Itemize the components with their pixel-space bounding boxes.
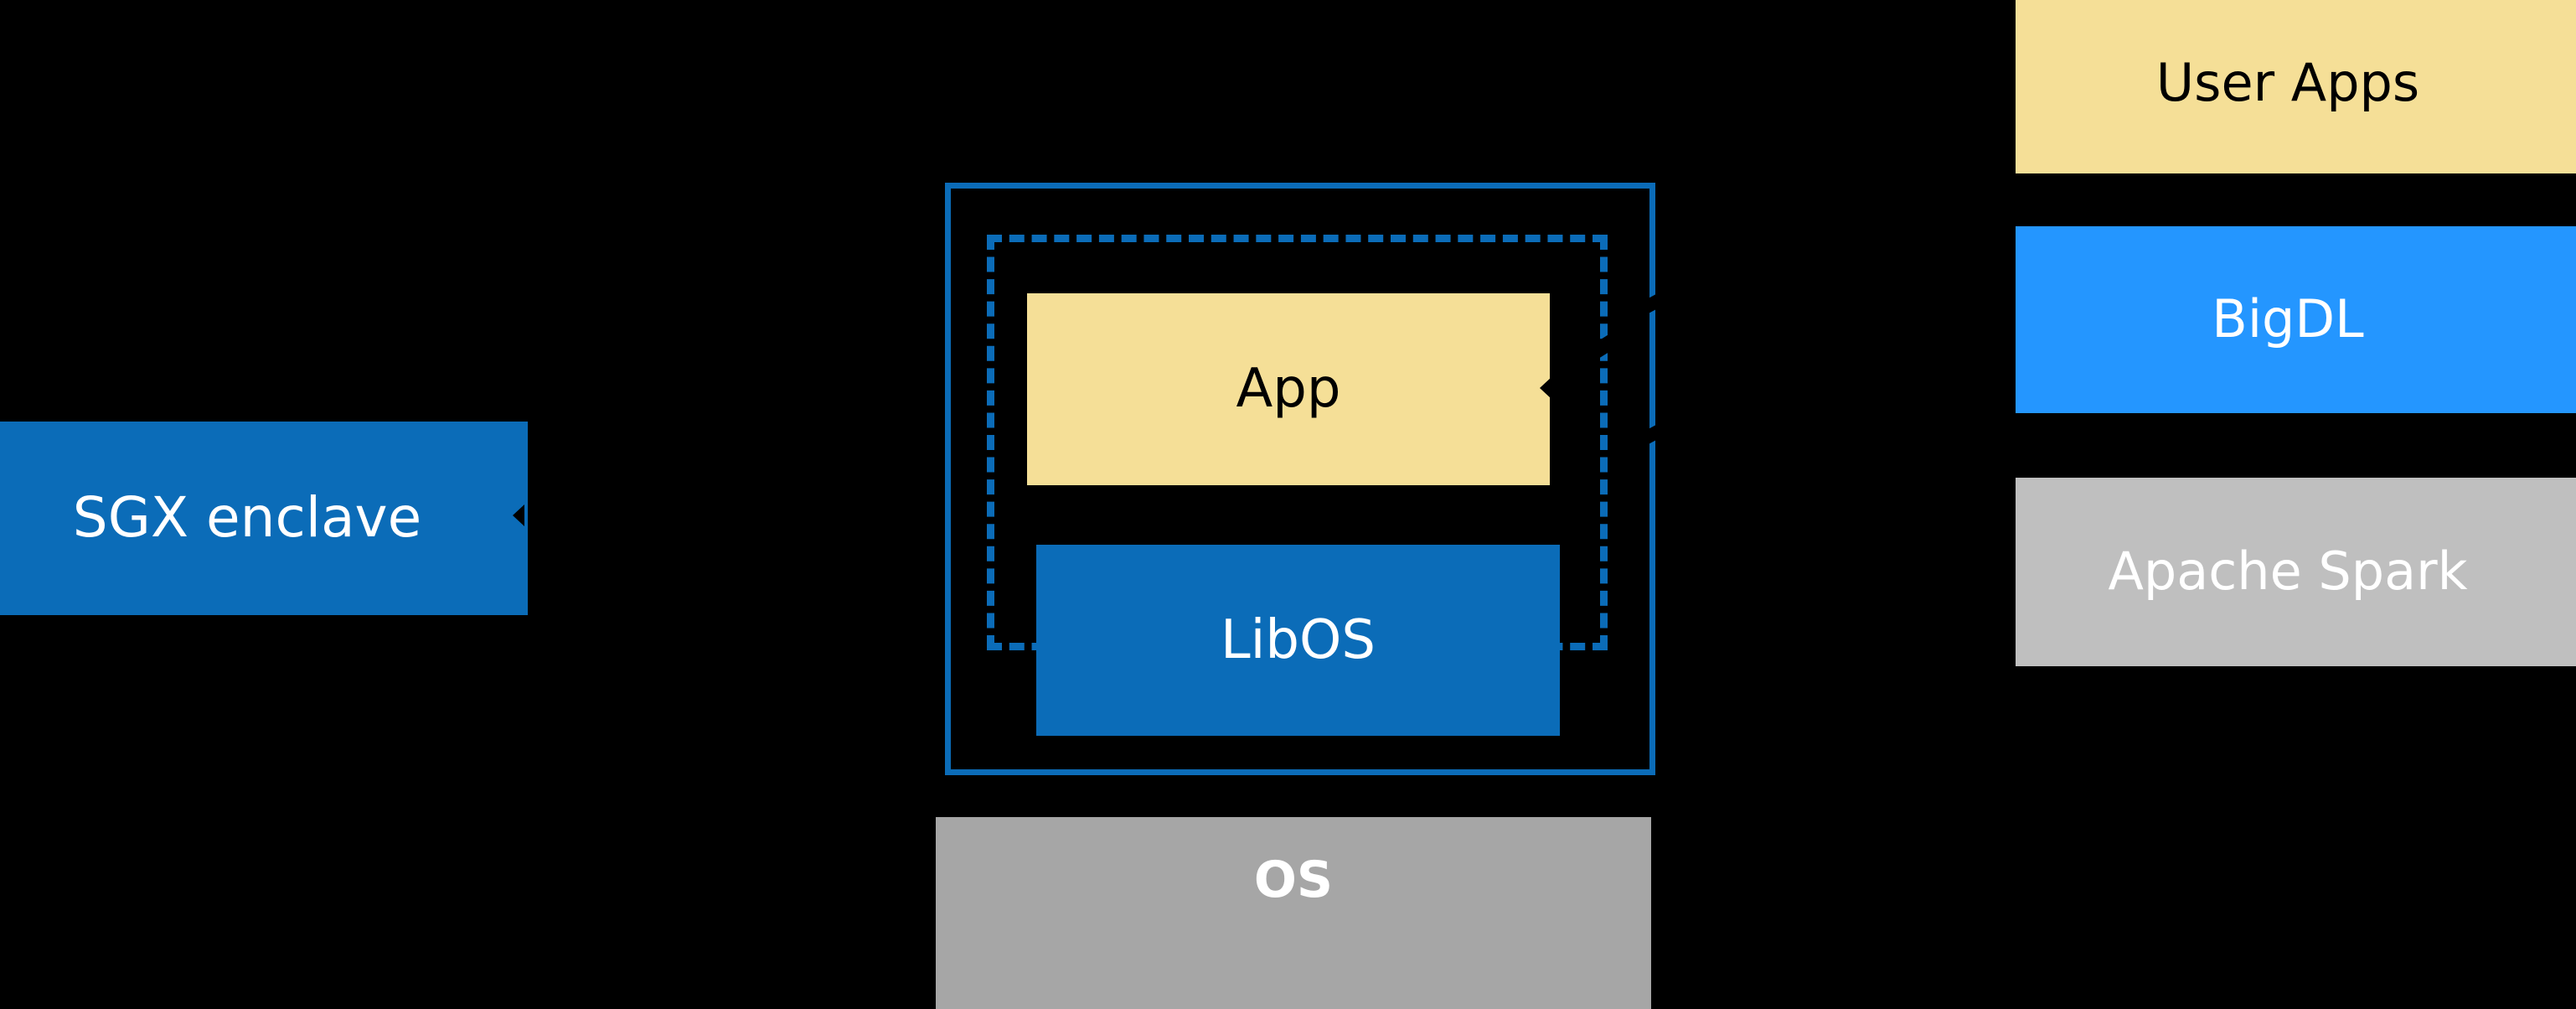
libos-box: LibOS — [1036, 545, 1560, 736]
sgx-enclave-box: SGX enclave — [0, 422, 528, 615]
bigdl-box: BigDL — [2016, 226, 2576, 413]
app-arrow-icon — [1540, 377, 1551, 399]
app-box: App — [1027, 293, 1550, 485]
enclave-frame — [945, 183, 1655, 775]
sgx-enclave-arrow-icon — [513, 504, 524, 526]
os-box: OS — [936, 817, 1651, 1009]
apache-spark-box: Apache Spark — [2016, 478, 2576, 666]
user-apps-box: User Apps — [2016, 0, 2576, 173]
